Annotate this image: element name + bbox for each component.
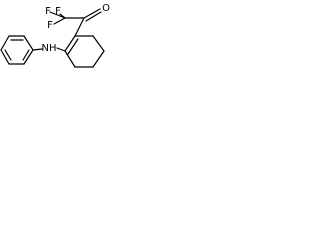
phenyl-double-bond-3: [22, 49, 30, 61]
cf-bond-2: [59, 13, 66, 19]
ring-bond-4: [92, 35, 105, 52]
ring-to-amine-bond: [56, 47, 66, 52]
phenyl-bond-4: [0, 49, 10, 65]
ring-double-bond-b: [67, 38, 79, 55]
phenyl-bond-1: [23, 35, 34, 51]
ring-bond-3: [92, 50, 105, 68]
ring-double-bond-a: [64, 35, 76, 52]
fluorine-label-1: F: [45, 6, 51, 17]
phenyl-bond-6: [23, 49, 34, 65]
carbonyl-bond-a: [83, 8, 101, 19]
oxygen-label: O: [102, 3, 110, 14]
chemical-structure: F F F O NH: [0, 3, 110, 68]
ring-bond-1: [64, 50, 76, 68]
fluorine-label-2: F: [55, 6, 61, 17]
amine-label: NH: [42, 43, 57, 54]
cf-bond-3: [53, 17, 66, 25]
fluorine-label-3: F: [47, 20, 53, 31]
carbonyl-bond-b: [85, 11, 102, 22]
phenyl-double-bond-2: [4, 49, 12, 61]
cf-bond-1: [49, 11, 66, 19]
carbonyl-to-ring-bond: [74, 17, 85, 37]
phenyl-bond-3: [0, 35, 10, 51]
amine-to-phenyl-bond: [32, 48, 43, 51]
